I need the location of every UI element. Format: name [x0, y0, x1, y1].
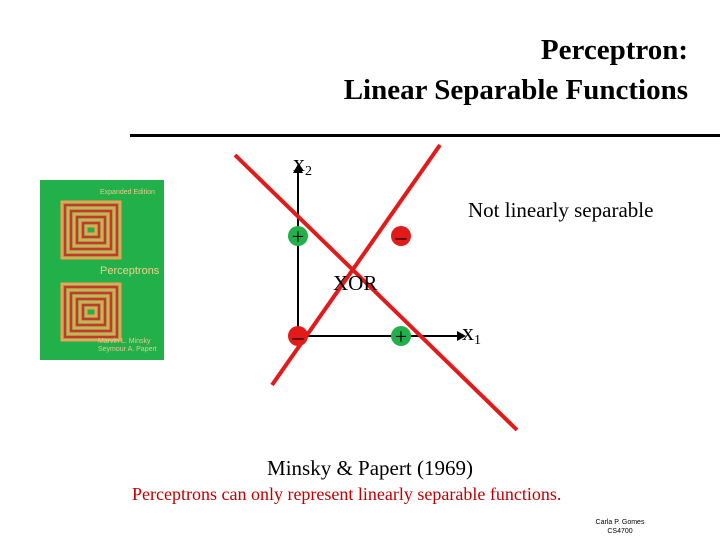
title-line-1: Perceptron: [540, 34, 688, 66]
perceptrons-book-cover: Expanded Edition Perceptrons Marvin L. M… [40, 180, 164, 360]
point-sign: + [292, 224, 304, 249]
key-statement: Perceptrons can only represent linearly … [132, 484, 562, 504]
cover-title: Perceptrons [100, 265, 160, 277]
x1-axis-label: x1 [462, 320, 481, 348]
x1-subscript: 1 [474, 333, 481, 348]
point-plus-top-left: + [288, 224, 308, 249]
credit-author: Carla P. Gomes [595, 519, 645, 526]
point-minus-origin: – [288, 324, 308, 349]
cover-author-2: Seymour A. Papert [98, 346, 157, 353]
reference-citation: Minsky & Papert (1969) [267, 456, 473, 480]
x2-arrowhead [293, 164, 303, 173]
x2-subscript: 2 [305, 164, 312, 179]
x2-axis-label: x2 [293, 151, 312, 179]
title-line-2: Linear Separable Functions [343, 74, 688, 106]
point-sign: – [395, 224, 408, 249]
point-minus-top-right: – [391, 224, 411, 249]
point-sign: – [292, 324, 305, 349]
spiral-maze-icon [60, 200, 122, 342]
slide-credit: Carla P. Gomes CS4700 [590, 518, 650, 536]
point-plus-bottom-right: + [391, 324, 411, 349]
point-sign: + [395, 324, 407, 349]
cover-author-1: Marvin L. Minsky [98, 338, 151, 345]
separator-line-a [233, 153, 519, 432]
slide-title: Perceptron: Linear Separable Functions [188, 30, 688, 110]
not-separable-label: Not linearly separable [468, 198, 654, 222]
x1-arrowhead [457, 331, 466, 341]
cover-authors: Marvin L. Minsky Seymour A. Papert [98, 338, 162, 354]
cover-edition: Expanded Edition [100, 189, 155, 196]
title-divider [130, 134, 720, 137]
credit-course: CS4700 [607, 528, 633, 535]
xor-label: XOR [333, 271, 378, 295]
